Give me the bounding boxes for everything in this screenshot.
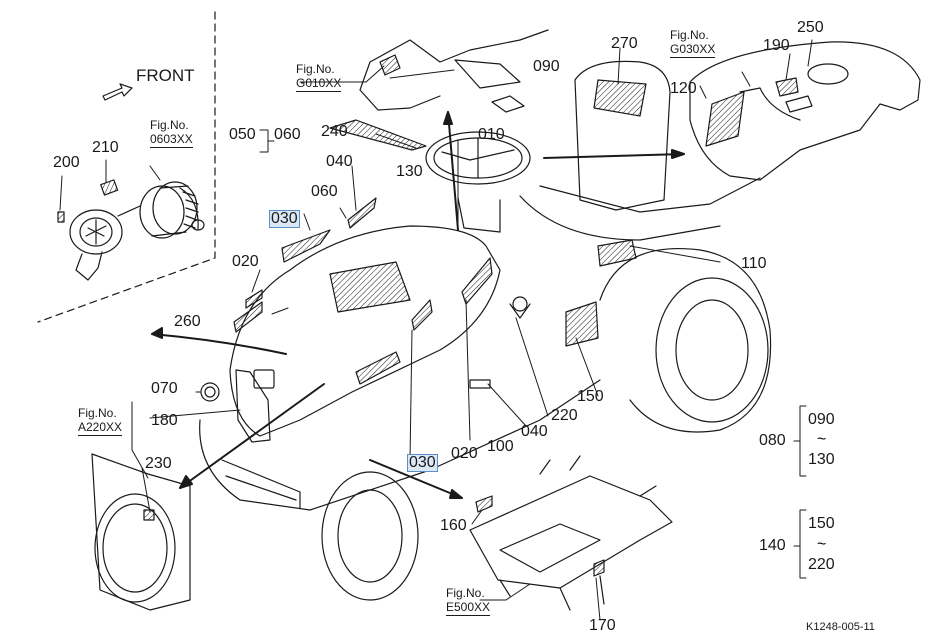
callout-070[interactable]: 070 (151, 380, 178, 397)
callout-020-left[interactable]: 020 (232, 253, 259, 270)
callout-020-bottom[interactable]: 020 (451, 445, 478, 462)
callout-010[interactable]: 010 (478, 126, 505, 143)
fig-ref-label: Fig.No. (670, 28, 709, 42)
fan-shroud (91, 453, 191, 611)
fig-ref-g010[interactable]: Fig.No. G010XX (296, 62, 342, 92)
air-cleaner (57, 179, 205, 281)
range-from-150[interactable]: 150 (808, 515, 835, 532)
callout-100[interactable]: 100 (487, 438, 514, 455)
fig-ref-a220[interactable]: Fig.No. A220XX (78, 406, 123, 436)
fig-ref-number: G030XX (670, 42, 716, 58)
range-tilde: ~ (817, 431, 827, 448)
front-grille (200, 369, 275, 443)
callout-030-top[interactable]: 030 (269, 210, 300, 228)
callout-060-bracket[interactable]: 060 (274, 126, 301, 143)
callout-200[interactable]: 200 (53, 154, 80, 171)
fig-ref-number: 0603XX (150, 132, 193, 148)
fender-rear (689, 41, 921, 181)
range-brackets (793, 405, 807, 579)
callout-120[interactable]: 120 (670, 80, 697, 97)
drawing-code: K1248-005-11 (806, 621, 875, 633)
callout-230[interactable]: 230 (145, 455, 172, 472)
callout-220[interactable]: 220 (551, 407, 578, 424)
callout-160[interactable]: 160 (440, 517, 467, 534)
callout-260[interactable]: 260 (174, 313, 201, 330)
frame (469, 455, 673, 611)
direction-arrows (151, 111, 685, 499)
dashboard-parts (359, 29, 549, 233)
callout-050[interactable]: 050 (229, 126, 256, 143)
leader-lines (59, 39, 813, 621)
chassis (199, 239, 772, 601)
inset-divider (37, 11, 216, 323)
range-to-130[interactable]: 130 (808, 451, 835, 468)
fig-ref-g030[interactable]: Fig.No. G030XX (670, 28, 716, 58)
callout-130[interactable]: 130 (396, 163, 423, 180)
callout-180[interactable]: 180 (151, 412, 178, 429)
front-arrow (102, 83, 133, 101)
callout-270[interactable]: 270 (611, 35, 638, 52)
callout-170[interactable]: 170 (589, 617, 616, 634)
callout-110[interactable]: 110 (741, 255, 767, 272)
hood (229, 197, 501, 437)
callout-240[interactable]: 240 (321, 123, 348, 140)
range-to-220[interactable]: 220 (808, 556, 835, 573)
callout-250[interactable]: 250 (797, 19, 824, 36)
callout-090[interactable]: 090 (533, 58, 560, 75)
fig-ref-label: Fig.No. (446, 586, 485, 600)
range-key-080[interactable]: 080 (759, 432, 786, 449)
fig-ref-number: E500XX (446, 600, 491, 616)
range-from-090[interactable]: 090 (808, 411, 835, 428)
callout-060-hood[interactable]: 060 (311, 183, 338, 200)
fig-ref-number: A220XX (78, 420, 123, 436)
callout-150[interactable]: 150 (577, 388, 604, 405)
fig-ref-e500[interactable]: Fig.No. E500XX (446, 586, 491, 616)
fig-ref-label: Fig.No. (78, 406, 117, 420)
fig-ref-number: G010XX (296, 76, 342, 92)
range-key-140[interactable]: 140 (759, 537, 786, 554)
callout-030-bottom[interactable]: 030 (407, 454, 438, 472)
front-label: FRONT (136, 66, 195, 85)
callout-040-top[interactable]: 040 (326, 153, 353, 170)
fig-ref-label: Fig.No. (296, 62, 335, 76)
fig-ref-0603[interactable]: Fig.No. 0603XX (150, 118, 193, 148)
fig-ref-label: Fig.No. (150, 118, 189, 132)
range-tilde: ~ (817, 536, 827, 553)
seat (519, 60, 761, 241)
callout-040-bottom[interactable]: 040 (521, 423, 548, 440)
callout-210[interactable]: 210 (92, 139, 119, 156)
callout-190[interactable]: 190 (763, 37, 790, 54)
